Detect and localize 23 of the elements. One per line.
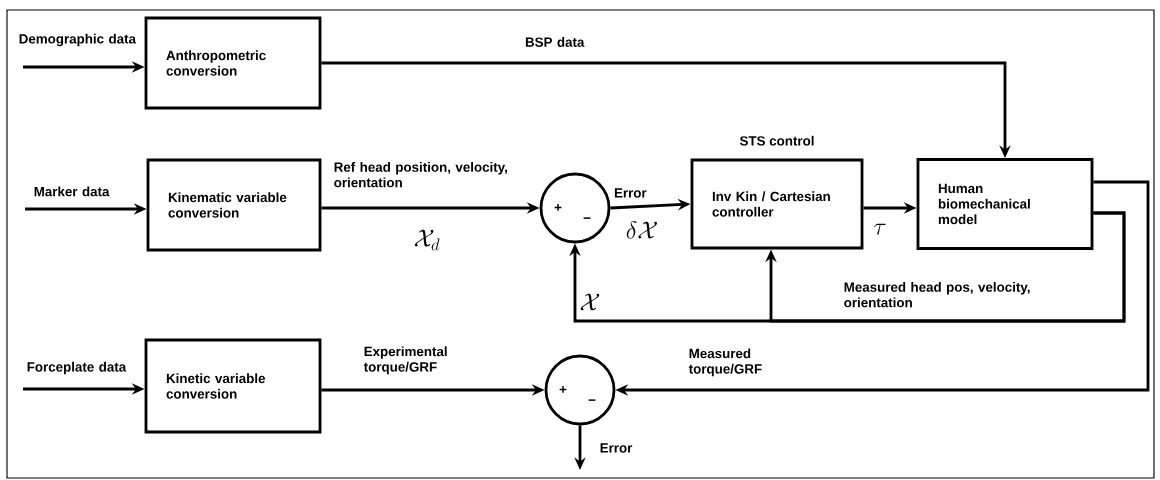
signal-symbol: $\mathcal{X}_d$ [414, 229, 440, 251]
process-box: Inv Kin / Cartesian controller [690, 158, 864, 250]
edge-label: Marker data [34, 186, 110, 197]
process-box: Anthropometric conversion [144, 16, 322, 110]
edge-label: Forceplate data [27, 361, 127, 375]
process-box: Kinematic variable conversion [146, 158, 322, 252]
edge-label: Error [600, 443, 633, 453]
edge-label: Ref head position, velocity, orientation [334, 162, 507, 188]
edge-label: Measured torque/GRF [688, 348, 762, 377]
arrow [765, 211, 1126, 323]
process-box: Human biomechanical model [916, 158, 1094, 250]
process-box: Kinetic variable conversion [144, 338, 322, 434]
edge-label: Experimental torque/GRF [363, 346, 447, 375]
block-caption: STS control [739, 135, 814, 146]
signal-symbol: $\delta\mathcal{X}$ [626, 221, 657, 239]
signal-symbol: $\tau$ [874, 223, 886, 235]
edge-label: Error [614, 188, 647, 198]
summing-junction: + − [539, 172, 611, 244]
edge-label: Demographic data [19, 33, 137, 47]
summing-junction: + − [544, 354, 616, 426]
edge-label: BSP data [525, 37, 585, 47]
signal-symbol: $\mathcal{X}$ [580, 293, 600, 311]
edge-label: Measured head pos, velocity, orientation [844, 282, 1030, 308]
